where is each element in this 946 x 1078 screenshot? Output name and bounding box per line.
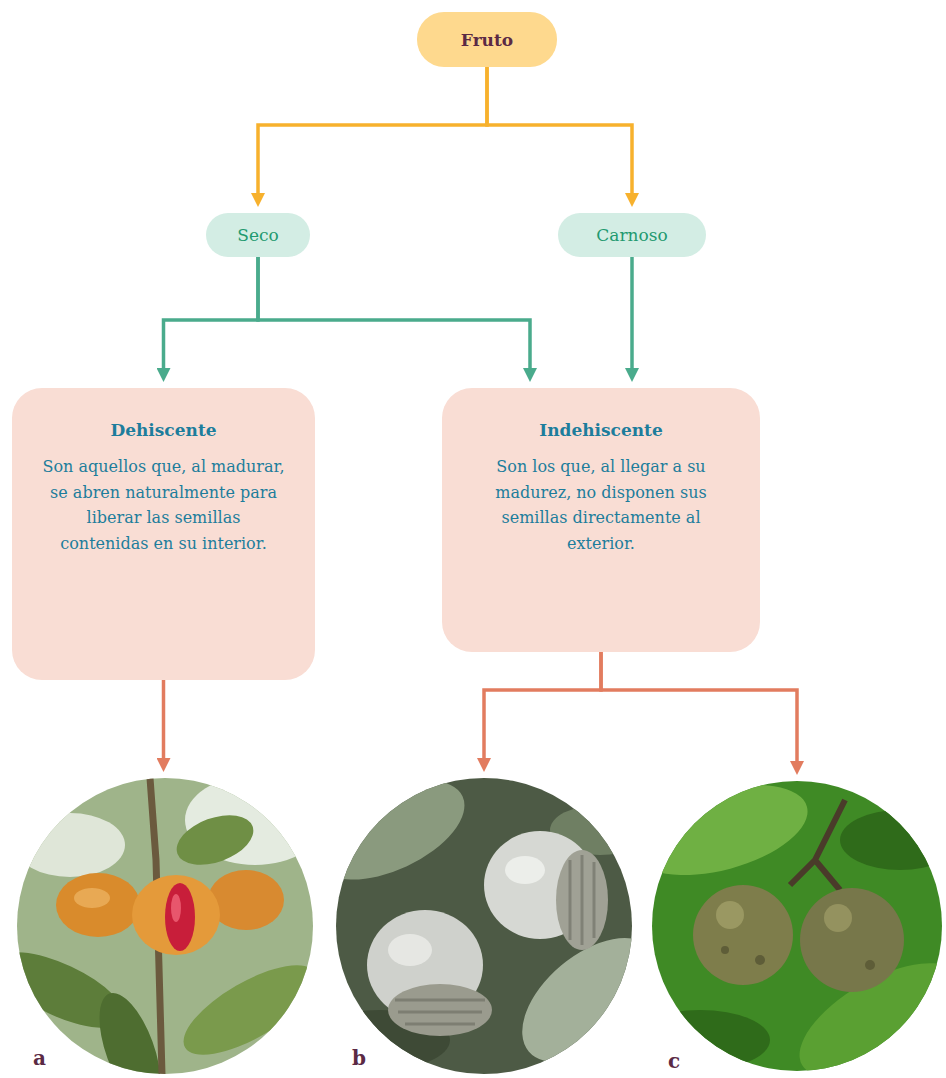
root-box: Fruto xyxy=(417,12,557,67)
definition-box: IndehiscenteSon los que, al llegar a su … xyxy=(442,388,760,652)
box-body: Son aquellos que, al madurar, se abren n… xyxy=(42,454,285,556)
category-box: Carnoso xyxy=(558,213,706,257)
photo-letter: a xyxy=(33,1046,46,1070)
connector-arrow xyxy=(258,67,487,197)
fleshy-fruit-photo xyxy=(623,768,946,1078)
photo-letter: b xyxy=(352,1046,366,1070)
box-body: Son los que, al llegar a su madurez, no … xyxy=(472,454,730,556)
category-box: Seco xyxy=(206,213,310,257)
box-heading: Indehiscente xyxy=(472,420,730,440)
box-label: Fruto xyxy=(461,30,513,50)
connector-arrow xyxy=(164,257,259,372)
box-label: Seco xyxy=(237,225,278,245)
photo-circle: c xyxy=(652,781,942,1071)
nutmeg-photo xyxy=(0,775,329,1078)
box-heading: Dehiscente xyxy=(42,420,285,440)
connector-arrow xyxy=(484,652,601,762)
definition-box: DehiscenteSon aquellos que, al madurar, … xyxy=(12,388,315,680)
connector-arrow xyxy=(162,680,166,762)
connector-arrow xyxy=(487,67,632,197)
photo-circle: a xyxy=(17,778,313,1074)
photo-circle: b xyxy=(336,778,632,1074)
connector-arrow xyxy=(601,652,797,765)
photo-letter: c xyxy=(668,1049,680,1073)
connector-arrow xyxy=(630,257,634,372)
box-label: Carnoso xyxy=(596,225,667,245)
connector-arrow xyxy=(258,257,530,372)
acorn-photo xyxy=(301,760,681,1078)
